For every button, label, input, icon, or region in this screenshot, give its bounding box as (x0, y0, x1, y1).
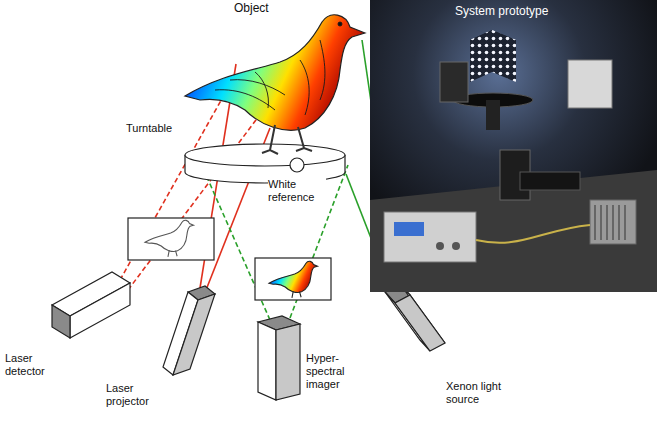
laser-projector-box (163, 286, 215, 375)
pigeon-contours (215, 22, 342, 115)
laser-projector-label: Laser projector (106, 382, 162, 408)
white-reference-label: White reference (268, 178, 326, 204)
photo-light-source (590, 200, 636, 244)
prototype-photo (370, 0, 657, 292)
photo-projector (568, 60, 612, 108)
hyperspectral-imager-label: Hyper- spectral imager (306, 352, 352, 391)
white-reference-disk (290, 158, 304, 172)
dot-cube (470, 30, 516, 82)
laser-detector-box (52, 272, 130, 338)
turntable-top (185, 144, 345, 166)
photo-cable (476, 225, 590, 243)
hyperspectral-imager-box (258, 316, 300, 400)
photo-lens-rail (520, 172, 580, 190)
pigeon-body (185, 15, 365, 130)
pigeon-legs (262, 125, 312, 154)
photo-title: System prototype (455, 5, 595, 18)
hyperspectral-image-frame (255, 258, 331, 300)
photo-controller (384, 212, 476, 262)
laser-detector-beams (120, 88, 262, 290)
pigeon-object (185, 15, 365, 154)
photo-stand (486, 100, 500, 130)
xenon-light-label: Xenon light source (446, 380, 510, 406)
turntable-label: Turntable (126, 122, 186, 135)
photo-heat-sink (595, 205, 625, 240)
photo-detector (440, 62, 468, 102)
photo-controller-screen (394, 222, 424, 236)
object-label: Object (234, 2, 294, 15)
beam-line (120, 88, 228, 280)
laser-detector-label: Laser detector (5, 352, 53, 378)
photo-background (370, 0, 657, 292)
laser-image-frame (128, 218, 214, 260)
xenon-light-box (385, 284, 445, 351)
